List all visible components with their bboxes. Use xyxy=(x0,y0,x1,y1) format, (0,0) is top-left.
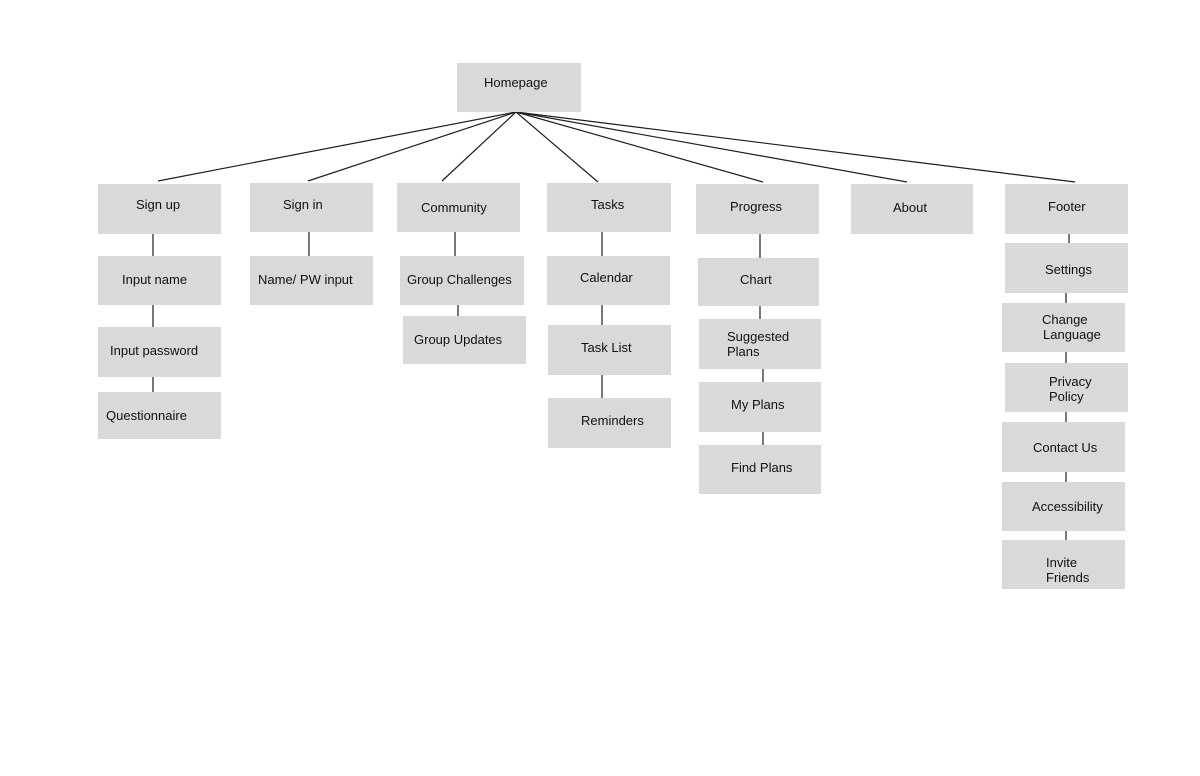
node-suggested-plans-label: Suggested Plans xyxy=(727,329,790,359)
node-reminders: Reminders xyxy=(548,398,671,448)
node-about: About xyxy=(851,184,973,234)
node-settings: Settings xyxy=(1005,243,1128,293)
connector-homepage-community xyxy=(441,111,517,182)
node-invite-friends: Invite Friends xyxy=(1002,540,1125,589)
node-accessibility: Accessibility xyxy=(1002,482,1125,531)
node-change-language: Change Language xyxy=(1002,303,1125,352)
node-group-challenges-label: Group Challenges xyxy=(407,272,512,287)
node-suggested-plans: Suggested Plans xyxy=(699,319,821,369)
node-progress: Progress xyxy=(696,184,819,234)
node-privacy-policy-label: Privacy Policy xyxy=(1049,374,1092,404)
node-input-name: Input name xyxy=(98,256,221,305)
node-chart: Chart xyxy=(698,258,819,306)
node-calendar: Calendar xyxy=(547,256,670,305)
node-questionnaire-label: Questionnaire xyxy=(106,408,187,423)
node-group-updates: Group Updates xyxy=(403,316,526,364)
node-change-language-label: Change Language xyxy=(1042,312,1101,342)
node-homepage: Homepage xyxy=(457,63,581,112)
node-input-password-label: Input password xyxy=(110,343,199,358)
connector-homepage-signin xyxy=(307,111,517,182)
node-group-updates-label: Group Updates xyxy=(414,332,503,347)
node-calendar-label: Calendar xyxy=(580,270,633,285)
node-sign-in-label: Sign in xyxy=(283,197,323,212)
node-input-password: Input password xyxy=(98,327,221,377)
connector-homepage-footer xyxy=(515,111,1076,183)
node-name-pw-input-label: Name/ PW input xyxy=(258,272,353,287)
node-chart-label: Chart xyxy=(740,272,772,287)
connector-homepage-tasks xyxy=(515,111,599,183)
connector-homepage-signup xyxy=(157,111,517,182)
node-invite-friends-label: Invite Friends xyxy=(1046,555,1090,585)
node-privacy-policy: Privacy Policy xyxy=(1005,363,1128,412)
node-tasks-label: Tasks xyxy=(591,197,625,212)
node-my-plans: My Plans xyxy=(699,382,821,432)
node-contact-us: Contact Us xyxy=(1002,422,1125,472)
node-footer-label: Footer xyxy=(1048,199,1086,214)
connector-homepage-about xyxy=(515,111,908,183)
node-community: Community xyxy=(397,183,520,232)
node-questionnaire: Questionnaire xyxy=(98,392,221,439)
node-reminders-label: Reminders xyxy=(581,413,644,428)
node-footer: Footer xyxy=(1005,184,1128,234)
node-task-list-label: Task List xyxy=(581,340,632,355)
node-find-plans-label: Find Plans xyxy=(731,460,793,475)
node-sign-up-label: Sign up xyxy=(136,197,181,212)
node-homepage-label: Homepage xyxy=(484,75,548,90)
node-group-challenges: Group Challenges xyxy=(400,256,524,305)
node-about-label: About xyxy=(893,200,927,215)
node-accessibility-label: Accessibility xyxy=(1032,499,1103,514)
node-community-label: Community xyxy=(421,200,487,215)
node-input-name-label: Input name xyxy=(122,272,188,287)
node-task-list: Task List xyxy=(548,325,671,375)
node-name-pw-input: Name/ PW input xyxy=(250,256,373,305)
connector-homepage-progress xyxy=(515,111,764,183)
node-tasks: Tasks xyxy=(547,183,671,232)
node-settings-label: Settings xyxy=(1045,262,1092,277)
node-find-plans: Find Plans xyxy=(699,445,821,494)
node-sign-up: Sign up xyxy=(98,184,221,234)
node-progress-label: Progress xyxy=(730,199,783,214)
node-contact-us-label: Contact Us xyxy=(1033,440,1098,455)
node-sign-in: Sign in xyxy=(250,183,373,232)
node-my-plans-label: My Plans xyxy=(731,397,785,412)
